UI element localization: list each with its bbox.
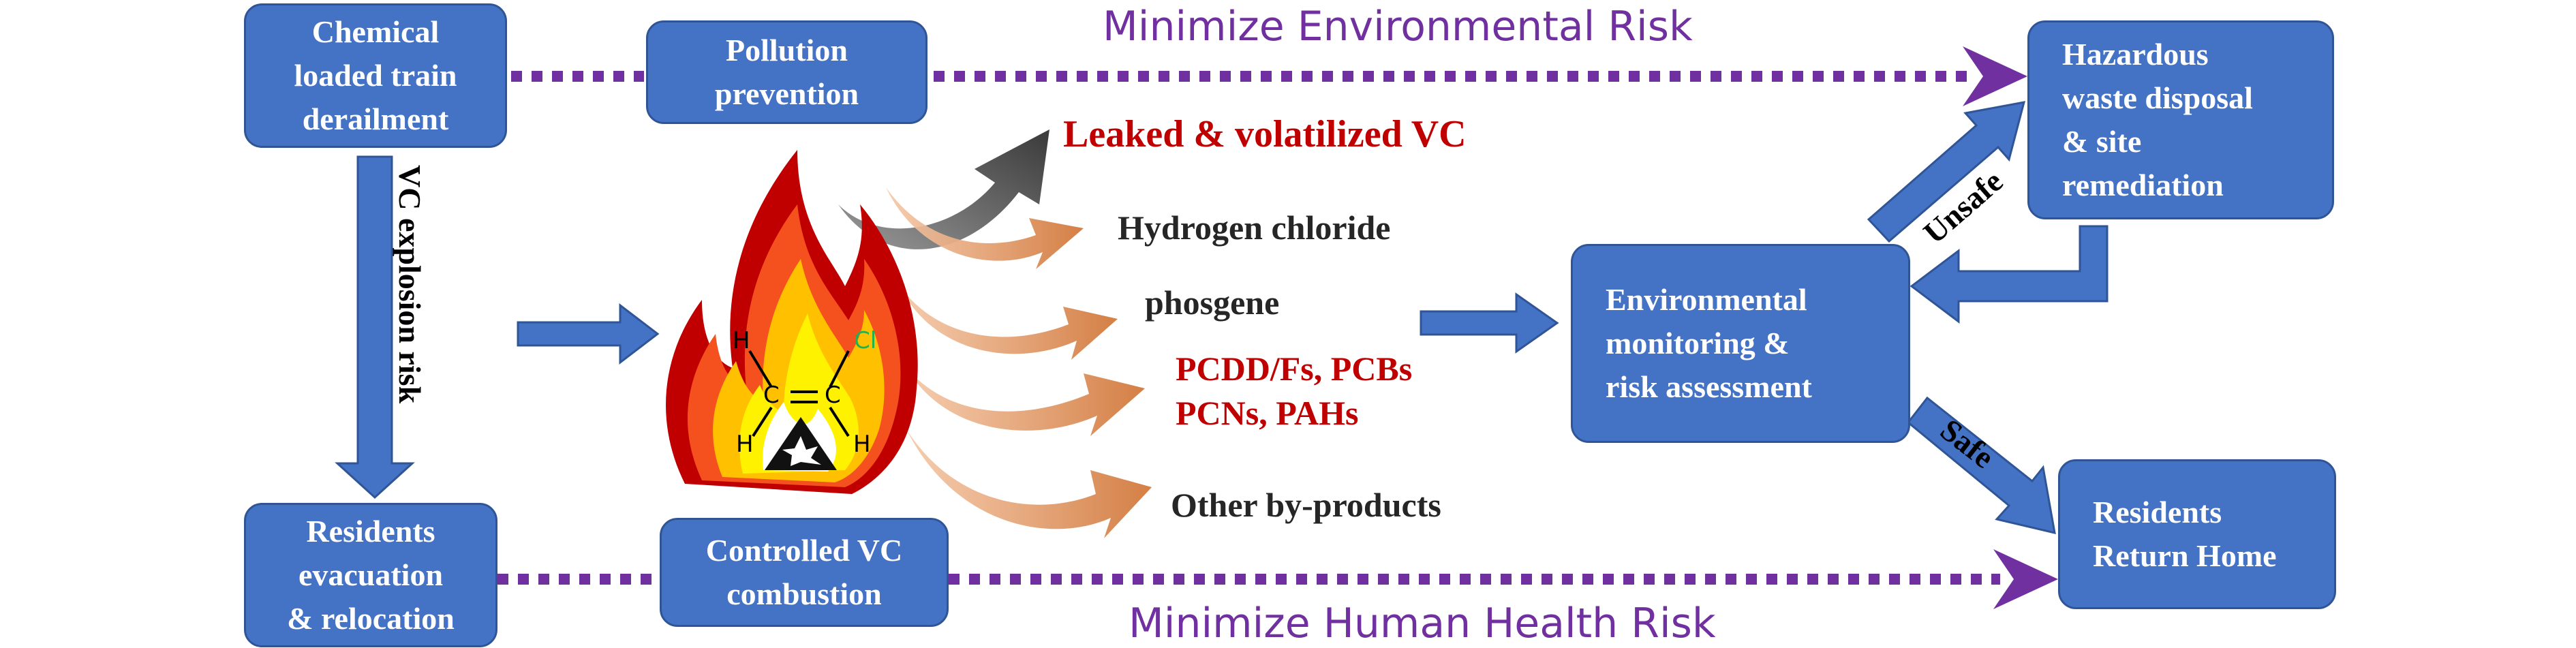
residents-return-box: Residents Return Home	[2058, 459, 2336, 609]
human-health-risk-goal: Minimize Human Health Risk	[1129, 600, 1716, 647]
dioxins-label-line-1: PCDD/Fs, PCBs	[1176, 350, 1413, 388]
residents-evacuation-line-2: evacuation	[298, 557, 444, 592]
phosgene-label: phosgene	[1145, 283, 1280, 322]
plume-phosgene	[900, 286, 1118, 360]
safe-arrow	[1906, 396, 2056, 534]
residents-evacuation-box: Residents evacuation & relocation	[244, 503, 497, 647]
hazardous-waste-line-4: remediation	[2062, 168, 2224, 202]
leaked-vc-vapor-arrow	[838, 129, 1049, 249]
residents-evacuation-line-1: Residents	[306, 514, 435, 549]
into-fire-arrow	[517, 303, 660, 365]
residents-return-line-1: Residents	[2093, 495, 2222, 529]
controlled-combustion-box: Controlled VC combustion	[660, 518, 949, 627]
fire-illustration	[666, 150, 918, 494]
environmental-monitoring-line-2: monitoring &	[1606, 326, 1790, 360]
train-derailment-box: Chemical loaded train derailment	[244, 3, 507, 148]
remediation-return-arrow	[1910, 225, 2109, 324]
hazardous-waste-line-2: waste disposal	[2062, 80, 2253, 115]
train-derailment-line-1: Chemical	[311, 14, 440, 49]
controlled-combustion-line-1: Controlled VC	[705, 533, 903, 568]
residents-return-line-2: Return Home	[2093, 538, 2277, 573]
environmental-monitoring-line-1: Environmental	[1606, 282, 1807, 317]
train-derailment-line-3: derailment	[302, 102, 449, 136]
environmental-risk-goal: Minimize Environmental Risk	[1103, 3, 1693, 50]
hazardous-waste-line-1: Hazardous	[2062, 37, 2209, 72]
plume-dioxins	[906, 368, 1145, 436]
other-byproducts-label: Other by-products	[1171, 486, 1441, 524]
molecule-chlorine: Cl	[854, 327, 877, 354]
hazardous-waste-line-3: & site	[2062, 124, 2142, 159]
molecule-hydrogen-top: H	[733, 327, 750, 354]
vc-explosion-risk-label: VC explosion risk	[393, 165, 427, 404]
molecule-hydrogen-bottom-left: H	[736, 431, 754, 458]
environmental-monitoring-box: Environmental monitoring & risk assessme…	[1571, 244, 1910, 443]
derailment-to-evacuation-arrow	[335, 155, 415, 499]
controlled-combustion-line-2: combustion	[726, 576, 882, 611]
unsafe-arrow	[1867, 101, 2026, 243]
pollution-prevention-line-2: prevention	[714, 76, 859, 111]
train-derailment-line-2: loaded train	[294, 58, 457, 93]
molecule-carbon-right: C	[825, 382, 841, 409]
residents-evacuation-line-3: & relocation	[287, 601, 455, 636]
plume-hydrogen-chloride	[886, 187, 1084, 269]
pollution-prevention-box: Pollution prevention	[646, 20, 927, 124]
pollution-prevention-line-1: Pollution	[726, 33, 848, 67]
environmental-monitoring-line-3: risk assessment	[1606, 369, 1812, 404]
dioxins-label-line-2: PCNs, PAHs	[1176, 394, 1359, 432]
to-monitoring-arrow	[1420, 292, 1559, 354]
environmental-risk-arrowhead	[1963, 46, 2027, 106]
hydrogen-chloride-label: Hydrogen chloride	[1118, 209, 1391, 247]
plume-other-byproducts	[906, 429, 1152, 538]
molecule-hydrogen-bottom-right: H	[853, 431, 871, 458]
health-risk-arrowhead	[1993, 549, 2058, 609]
hazardous-waste-box: Hazardous waste disposal & site remediat…	[2027, 20, 2334, 219]
molecule-carbon-left: C	[763, 382, 780, 409]
leaked-vc-label: Leaked & volatilized VC	[1063, 113, 1467, 155]
